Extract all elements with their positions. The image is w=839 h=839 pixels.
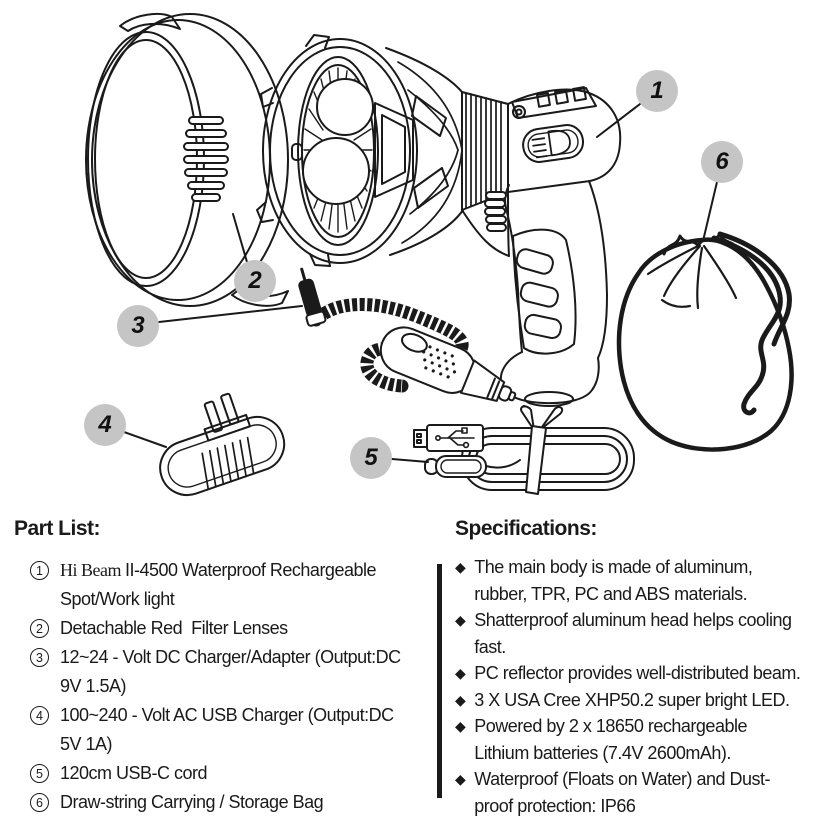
headlight-beam-icon (531, 129, 571, 159)
diagram-line-art (85, 13, 794, 497)
spec-item-text: 3 X USA Cree XHP50.2 super bright LED. (474, 689, 790, 710)
usb-cable-illustration (413, 405, 635, 495)
part-number-badge: 3 (30, 648, 49, 667)
dc-charger-illustration (298, 267, 517, 402)
part-item-text: 12~24 - Volt DC Charger/Adapter (Output:… (60, 647, 406, 696)
brand-name: Hi Beam (60, 560, 125, 580)
part-list-item: 5 120cm USB-C cord (30, 759, 426, 788)
callout-2: 2 (234, 260, 276, 302)
spec-item-text: Waterproof (Floats on Water) and Dust-pr… (474, 769, 771, 816)
callout-6: 6 (701, 141, 743, 183)
diamond-bullet-icon: ◆ (455, 665, 466, 681)
spec-item-text: PC reflector provides well-distributed b… (474, 663, 801, 683)
spec-item: ◆ Waterproof (Floats on Water) and Dust-… (455, 766, 815, 819)
part-number-badge: 6 (30, 793, 49, 812)
callout-5: 5 (350, 437, 392, 479)
dc-barrel-plug (298, 267, 327, 327)
callout-1: 1 (636, 70, 678, 112)
diamond-bullet-icon: ◆ (455, 559, 466, 575)
part-list-item: 6 Draw-string Carrying / Storage Bag (30, 788, 426, 817)
part-item-text: 100~240 - Volt AC USB Charger (Output:DC… (60, 705, 399, 754)
callout-3: 3 (117, 305, 159, 347)
spec-item: ◆ Powered by 2 x 18650 rechargeable Lith… (455, 713, 815, 766)
specifications-divider-bar (437, 564, 442, 798)
spec-item: ◆ The main body is made of aluminum, rub… (455, 554, 815, 607)
spec-item-text: The main body is made of aluminum, rubbe… (474, 557, 757, 604)
specifications-section: Specifications: ◆ The main body is made … (455, 517, 815, 819)
part-list-section: Part List: 1 Hi Beam II-4500 Waterproof … (14, 517, 426, 817)
spotlight-illustration (256, 34, 622, 409)
specification-items: ◆ The main body is made of aluminum, rub… (455, 554, 815, 819)
red-filter-lens-illustration (85, 13, 289, 307)
storage-bag-illustration (616, 231, 794, 452)
trigger-knob (484, 191, 507, 232)
callout-4: 4 (84, 404, 126, 446)
exploded-parts-diagram: 1 2 3 4 5 6 (84, 13, 794, 497)
power-button (522, 124, 585, 163)
part-list-items: 1 Hi Beam II-4500 Waterproof Rechargeabl… (14, 556, 426, 817)
drawstring (711, 231, 792, 416)
callout-leader-lines (123, 103, 718, 463)
car-socket-plug (379, 326, 517, 402)
diamond-bullet-icon: ◆ (455, 612, 466, 628)
diamond-bullet-icon: ◆ (455, 691, 466, 708)
part-number-badge: 2 (30, 619, 49, 638)
spec-item: ◆ PC reflector provides well-distributed… (455, 660, 815, 687)
part-list-item: 4 100~240 - Volt AC USB Charger (Output:… (30, 701, 426, 759)
diamond-bullet-icon: ◆ (455, 771, 466, 787)
ac-usb-charger-illustration (159, 392, 286, 497)
spec-item: ◆ 3 X USA Cree XHP50.2 super bright LED. (455, 687, 815, 714)
part-list-item: 1 Hi Beam II-4500 Waterproof Rechargeabl… (30, 556, 426, 614)
part-number-badge: 4 (30, 706, 49, 725)
usb-a-connector (413, 424, 484, 452)
part-item-text: Hi Beam II-4500 Waterproof Rechargeable … (60, 560, 381, 609)
part-number-badge: 1 (30, 561, 49, 580)
specifications-heading: Specifications: (455, 517, 597, 540)
part-list-item: 2 Detachable Red Filter Lenses (30, 614, 426, 643)
spec-item: ◆ Shatterproof aluminum head helps cooli… (455, 607, 815, 660)
part-item-text: Draw-string Carrying / Storage Bag (60, 792, 324, 812)
part-number-badge: 5 (30, 764, 49, 783)
part-list-heading: Part List: (14, 517, 101, 540)
part-list-item: 3 12~24 - Volt DC Charger/Adapter (Outpu… (30, 643, 426, 701)
part-item-text: 120cm USB-C cord (60, 763, 208, 783)
spec-item-text: Shatterproof aluminum head helps cooling… (474, 610, 797, 657)
part-item-text: Detachable Red Filter Lenses (60, 618, 288, 638)
diamond-bullet-icon: ◆ (455, 718, 466, 734)
led-cluster (302, 78, 374, 205)
usb-icon (434, 427, 475, 449)
spec-item-text: Powered by 2 x 18650 rechargeable Lithiu… (474, 716, 752, 763)
